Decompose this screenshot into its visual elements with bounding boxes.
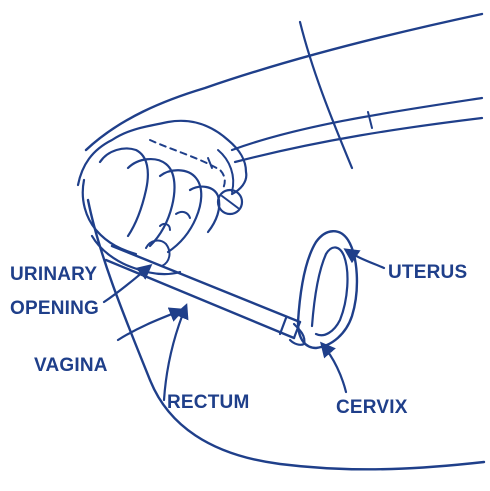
finger-4: [190, 187, 219, 232]
label-rectum: RECTUM: [167, 392, 249, 413]
hip-band-line-2: [235, 118, 482, 162]
applicator-tube-bottom: [106, 260, 294, 338]
pointer-rectum: [164, 306, 186, 400]
hip-band-line: [232, 98, 482, 150]
label-cervix: CERVIX: [336, 397, 408, 418]
pointer-uterus: [346, 250, 384, 268]
dashed-outline: [150, 140, 225, 190]
applicator-knob-line: [222, 196, 238, 208]
applicator-tube-top: [112, 246, 300, 322]
pointer-urinary: [104, 266, 150, 302]
uterus-inner: [312, 247, 347, 335]
label-vagina: VAGINA: [34, 355, 108, 376]
hip-band-tick: [368, 112, 372, 128]
body-outline-upper: [86, 14, 482, 150]
label-urinary-line2: OPENING: [10, 298, 99, 319]
label-urinary-line1: URINARY: [10, 264, 97, 285]
label-uterus: UTERUS: [388, 262, 467, 283]
pointer-cervix: [322, 344, 346, 392]
